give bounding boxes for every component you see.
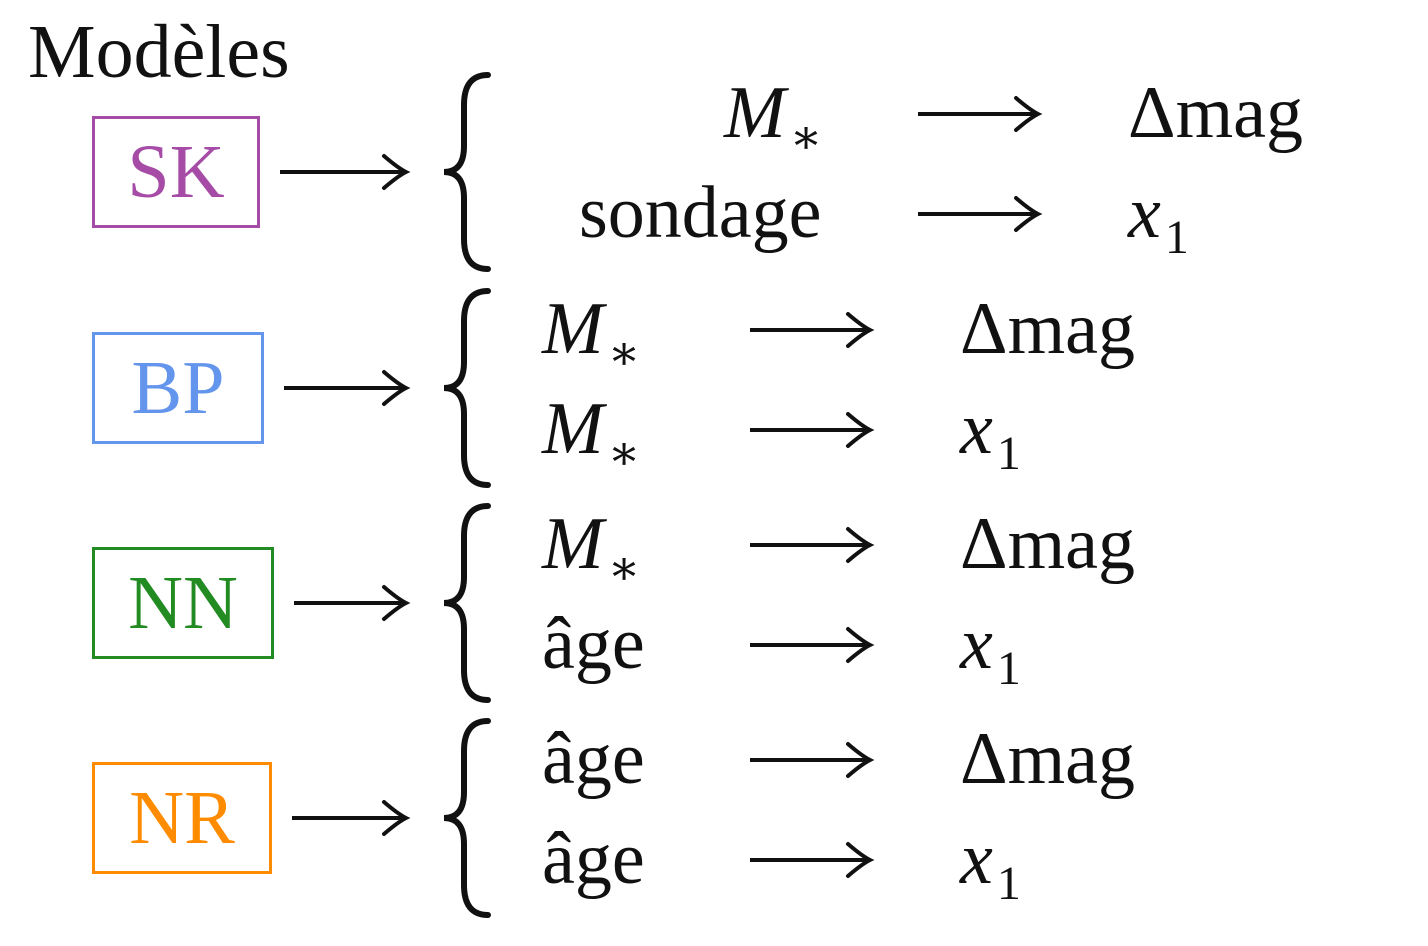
row-arrow-head: [846, 842, 875, 878]
row-output: x1: [1128, 172, 1189, 264]
row-input: âge: [542, 603, 645, 685]
brace-nn: [443, 503, 491, 703]
model-box-nr: NR: [92, 762, 272, 874]
row-output: Δmag: [1128, 72, 1303, 154]
row-input: M∗: [542, 388, 641, 480]
row-arrow-head: [846, 412, 875, 448]
model-box-bp: BP: [92, 332, 264, 444]
row-arrow-head: [846, 527, 875, 563]
row-output: x1: [960, 603, 1021, 695]
row-output: x1: [960, 388, 1021, 480]
model-arrow-sk-head: [382, 154, 411, 190]
model-arrow-nn-head: [382, 585, 411, 621]
model-arrow-nr-head: [382, 800, 411, 836]
model-label: SK: [127, 130, 225, 214]
row-input: M∗: [542, 288, 641, 380]
brace-nr: [443, 718, 491, 918]
row-output: Δmag: [960, 288, 1135, 370]
brace-sk: [443, 72, 491, 272]
row-arrow-head: [846, 742, 875, 778]
row-input: M∗: [542, 503, 641, 595]
row-output: Δmag: [960, 503, 1135, 585]
model-label: BP: [131, 346, 225, 430]
model-box-sk: SK: [92, 116, 260, 228]
model-label: NN: [128, 561, 238, 645]
model-arrow-bp-head: [382, 370, 411, 406]
row-output: x1: [960, 818, 1021, 910]
row-input: sondage: [579, 172, 822, 254]
row-input: âge: [542, 718, 645, 800]
model-label: NR: [129, 776, 235, 860]
brace-bp: [443, 288, 491, 488]
row-input: M∗: [724, 72, 823, 164]
row-arrow-head: [846, 627, 875, 663]
diagram-title: Modèles: [28, 10, 290, 94]
row-arrow-head: [1014, 96, 1043, 132]
row-arrow-head: [846, 312, 875, 348]
row-output: Δmag: [960, 718, 1135, 800]
row-input: âge: [542, 818, 645, 900]
row-arrow-head: [1014, 196, 1043, 232]
model-box-nn: NN: [92, 547, 274, 659]
